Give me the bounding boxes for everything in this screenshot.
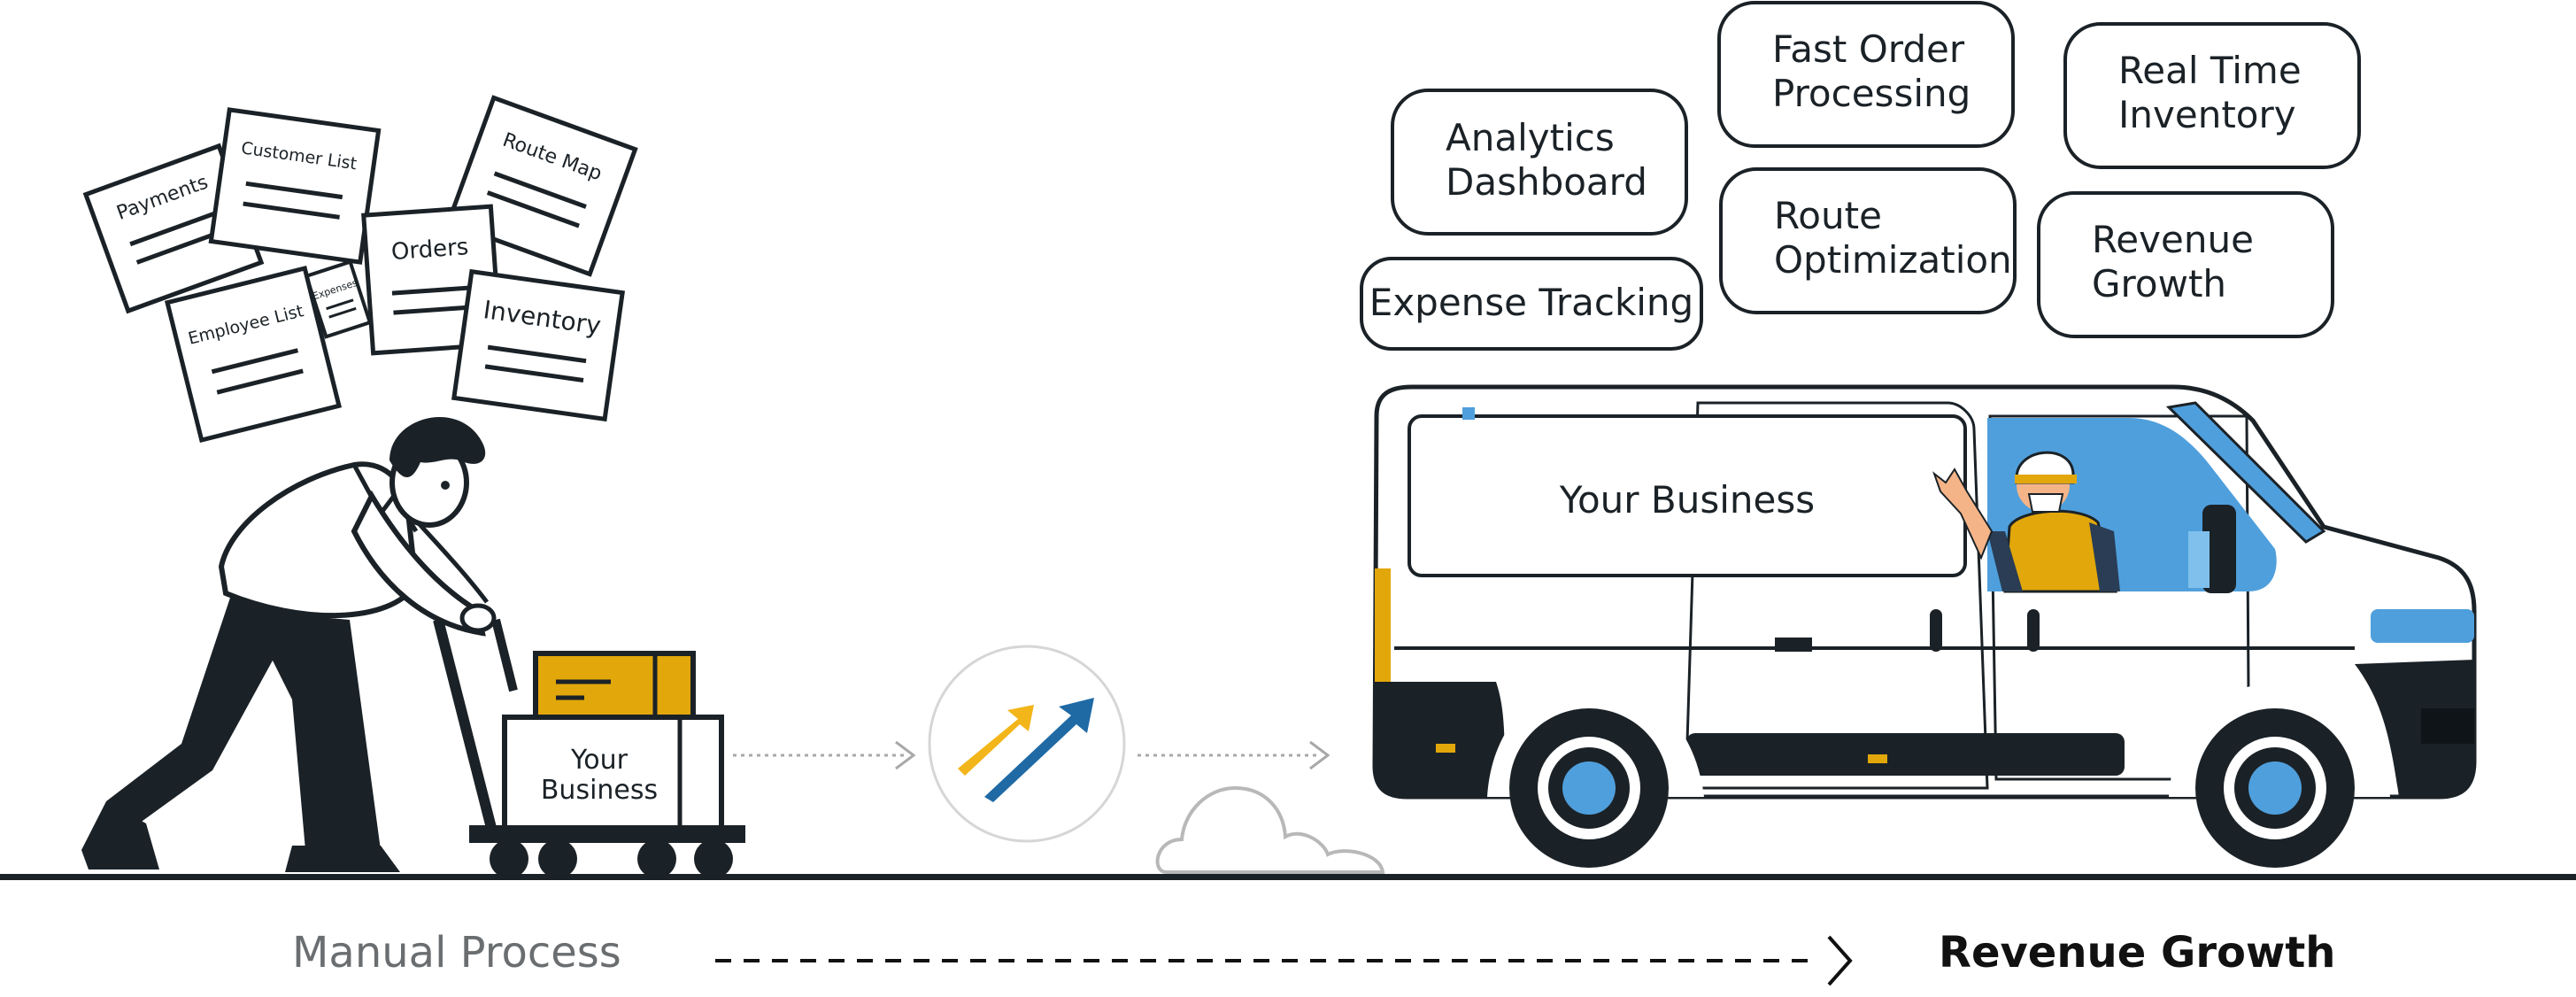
feature-label: Dashboard	[1446, 160, 1647, 204]
feature-label: Fast Order	[1772, 27, 1965, 71]
feature-label: Route	[1774, 194, 1882, 237]
van-driver	[1932, 451, 2120, 593]
feature-label: Inventory	[2118, 93, 2296, 136]
man-hand	[459, 603, 497, 633]
van-rear-wheel	[1487, 684, 1704, 868]
growth-arrows-logo	[958, 698, 1094, 802]
man-back-shoe	[81, 801, 159, 869]
feature-analytics-dashboard: Analytics Dashboard	[1391, 89, 1688, 236]
logo-circle	[928, 645, 1126, 843]
feature-fast-order-processing: Fast Order Processing	[1717, 1, 2015, 148]
feature-label: Real Time	[2118, 49, 2302, 92]
document-route-map: Route Map	[445, 95, 638, 277]
feature-label: Analytics	[1446, 116, 1615, 159]
business-box	[502, 715, 724, 831]
feature-expense-tracking: Expense Tracking	[1360, 257, 1703, 351]
man-arm	[351, 490, 486, 637]
man-front-shoe	[285, 846, 400, 872]
cart-wheel	[490, 839, 528, 878]
delivery-van: Your Business	[1372, 384, 2477, 868]
document-label: Orders	[390, 234, 469, 266]
man-pushing-cart	[81, 417, 497, 872]
feature-revenue-growth: Revenue Growth	[2037, 191, 2334, 338]
manual-process-label: Manual Process	[292, 928, 621, 978]
man-front-leg	[248, 611, 381, 850]
man-back-leg	[106, 584, 314, 828]
feature-label: Expense Tracking	[1369, 281, 1693, 324]
document-expenses: Expenses	[304, 259, 373, 339]
feature-label: Growth	[2092, 262, 2226, 305]
man-hair	[389, 417, 486, 478]
document-customer-list: Customer List	[208, 107, 382, 265]
cart-box-label: Business	[541, 775, 658, 806]
cart-box-label: Your	[570, 745, 629, 776]
van-front-wheel	[2169, 684, 2390, 868]
feature-route-optimization: Route Optimization	[1719, 167, 2017, 314]
cart-wheel	[538, 839, 577, 878]
feature-label: Optimization	[1774, 238, 2012, 282]
document-inventory: Inventory	[451, 268, 626, 422]
document-employee-list: Employee List	[164, 265, 343, 444]
hand-cart: Your Business	[433, 618, 745, 878]
ground-line	[0, 874, 2576, 880]
revenue-growth-label: Revenue Growth	[1939, 928, 2336, 978]
van-side-text: Your Business	[1559, 478, 1815, 522]
feature-label: Processing	[1772, 72, 1971, 115]
yellow-box	[533, 651, 696, 720]
cart-wheel	[637, 839, 676, 878]
cart-wheel	[694, 839, 733, 878]
feature-label: Revenue	[2092, 218, 2254, 261]
feature-real-time-inventory: Real Time Inventory	[2063, 22, 2361, 169]
exhaust-cloud	[1155, 785, 1385, 874]
